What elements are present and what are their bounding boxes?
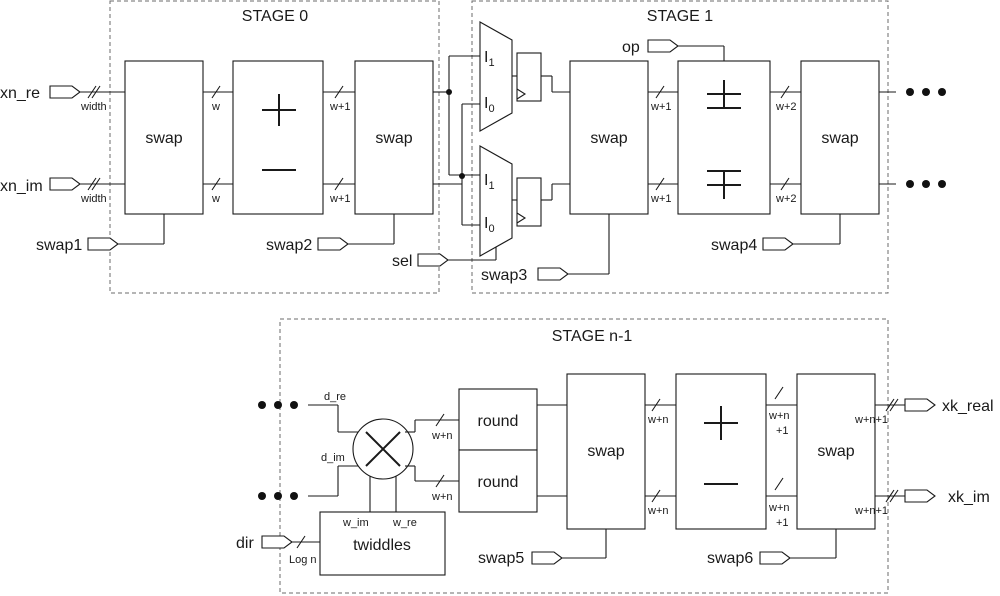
port-swap6 [759, 551, 791, 565]
port-swap4 [762, 237, 794, 251]
stage-0-title: STAGE 0 [242, 8, 308, 25]
round-block-2-label: round [478, 474, 519, 491]
round-block-1-label: round [478, 413, 519, 430]
bus-log-n: Log n [289, 554, 317, 566]
mux2-in0: I0 [484, 215, 495, 235]
bus-w2-2: w+2 [775, 193, 797, 205]
label-w-re: w_re [392, 517, 417, 529]
plus-minus-icon-1 [707, 80, 741, 109]
port-xn-re [49, 85, 81, 99]
label-swap4: swap4 [711, 237, 757, 254]
bus-wn-plus-1: w+n [768, 410, 790, 422]
port-sel [417, 253, 449, 267]
swap-block-5-label: swap [587, 443, 624, 460]
mux1-in0: I0 [484, 95, 495, 115]
adder-subtractor-icon-2 [704, 406, 738, 485]
continuation-dots-icon-2 [906, 180, 946, 188]
bus-w1-3: w+1 [650, 101, 672, 113]
port-swap5 [531, 551, 563, 565]
bus-plus1-1: +1 [776, 425, 789, 437]
bus-plus1-2: +1 [776, 517, 789, 529]
port-xk-im [904, 489, 936, 503]
addsub-block-1 [232, 60, 324, 215]
stage-n-1-frame [279, 318, 889, 594]
bus-w1-4: w+1 [650, 193, 672, 205]
mux2-in1: I1 [484, 172, 495, 192]
port-xk-real [904, 398, 936, 412]
bus-d-im: d_im [321, 452, 345, 464]
label-xk-im: xk_im [948, 489, 990, 506]
bus-wn-3: w+n [647, 414, 669, 426]
label-swap6: swap6 [707, 550, 753, 567]
bus-w1-2: w+1 [329, 193, 351, 205]
port-op [647, 39, 679, 53]
register-icon-1 [516, 52, 542, 102]
port-swap3 [537, 267, 569, 281]
label-swap2: swap2 [266, 237, 312, 254]
bus-wn-2: w+n [431, 491, 453, 503]
label-xn-re: xn_re [0, 85, 40, 102]
label-swap5: swap5 [478, 550, 524, 567]
stage-n-1-title: STAGE n-1 [552, 328, 633, 345]
label-swap1: swap1 [36, 237, 82, 254]
round-block-2 [458, 449, 538, 513]
swap-block-1-label: swap [145, 130, 182, 147]
bus-w-2: w [211, 193, 220, 205]
swap-block-4-label: swap [821, 130, 858, 147]
mux-icon-1 [479, 21, 513, 132]
minus-plus-icon-1 [707, 170, 741, 199]
swap-block-6-label: swap [817, 443, 854, 460]
register-icon-2 [516, 177, 542, 227]
swap-block-4 [800, 60, 880, 215]
stage-0-frame [109, 0, 440, 294]
mux-icon-2 [479, 145, 513, 257]
label-xn-im: xn_im [0, 178, 43, 195]
swap-block-3-label: swap [590, 130, 627, 147]
bus-wn-4: w+n [647, 505, 669, 517]
twiddles-label: twiddles [353, 537, 411, 554]
bus-width-im: width [80, 193, 107, 205]
bus-wn1-2: w+n+1 [854, 505, 888, 517]
port-xn-im [49, 177, 81, 191]
bus-w-1: w [211, 101, 220, 113]
continuation-dots-icon-1 [906, 88, 946, 96]
port-dir [261, 535, 293, 549]
bus-width-re: width [80, 101, 107, 113]
label-w-im: w_im [342, 517, 369, 529]
port-swap2 [317, 237, 349, 251]
continuation-dots-icon-3 [258, 401, 298, 409]
bus-w1-1: w+1 [329, 101, 351, 113]
adder-subtractor-icon [262, 94, 296, 171]
bus-w2-1: w+2 [775, 101, 797, 113]
mux1-in1: I1 [484, 49, 495, 69]
addsub-block-3 [675, 373, 767, 530]
bus-wn-1: w+n [431, 430, 453, 442]
stage-1-frame [471, 0, 889, 294]
swap-block-1 [124, 60, 204, 215]
label-swap3: swap3 [481, 267, 527, 284]
continuation-dots-icon-4 [258, 492, 298, 500]
stage-1-title: STAGE 1 [647, 8, 713, 25]
label-xk-real: xk_real [942, 398, 994, 415]
swap-block-2-label: swap [375, 130, 412, 147]
label-op: op [622, 39, 640, 56]
label-dir: dir [236, 535, 254, 552]
bus-wn1-1: w+n+1 [854, 414, 888, 426]
twiddles-block [319, 511, 446, 576]
bus-wn-plus-2: w+n [768, 502, 790, 514]
round-block-1 [458, 388, 538, 451]
swap-block-3 [569, 60, 649, 215]
port-swap1 [87, 237, 119, 251]
label-sel: sel [392, 253, 412, 270]
bus-d-re: d_re [324, 391, 346, 403]
